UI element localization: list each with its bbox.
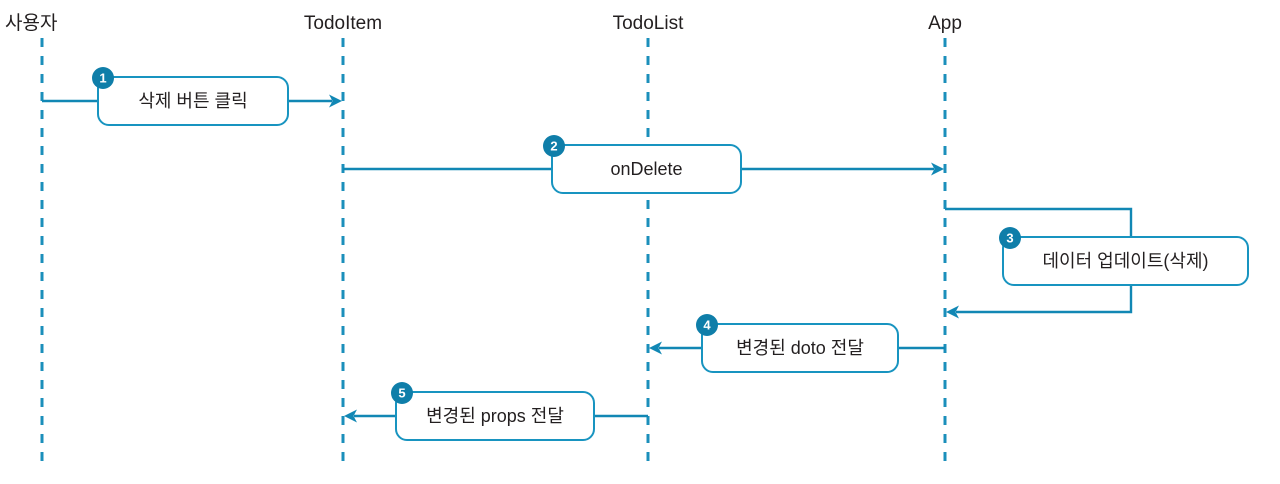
- message-5-badge-number: 5: [398, 385, 405, 400]
- message-1-box[interactable]: [97, 76, 289, 126]
- lifeline-label-todolist: TodoList: [613, 13, 684, 34]
- message-1-label: 삭제 버튼 클릭: [138, 91, 247, 111]
- message-3-arrowhead: [946, 305, 959, 319]
- message-3-badge: [999, 227, 1021, 249]
- message-5-badge: [391, 382, 413, 404]
- message-2-box[interactable]: [551, 144, 742, 194]
- message-4-label: 변경된 doto 전달: [736, 338, 864, 358]
- lifeline-label-user: 사용자: [5, 12, 57, 34]
- message-5-arrowhead: [344, 409, 357, 423]
- message-2-arrowhead: [931, 162, 944, 176]
- messages-layer: 삭제 버튼 클릭 1 onDelete 2 데이터 업데이트(삭제) 3 변경된 doto …: [42, 67, 1249, 441]
- message-3[interactable]: 데이터 업데이트(삭제) 3: [945, 207, 1249, 319]
- message-1-arrowhead: [329, 94, 342, 108]
- message-1[interactable]: 삭제 버튼 클릭 1: [42, 67, 342, 126]
- lifeline-label-todoitem: TodoItem: [304, 13, 382, 34]
- message-5-box[interactable]: [395, 391, 595, 441]
- lifeline-labels-layer: 사용자 TodoItem TodoList App: [5, 12, 962, 34]
- message-4-arrowhead: [649, 341, 662, 355]
- message-2-badge-number: 2: [550, 138, 557, 153]
- message-4-badge: [696, 314, 718, 336]
- message-3-box[interactable]: [1002, 236, 1249, 286]
- message-5[interactable]: 변경된 props 전달 5: [344, 382, 648, 441]
- message-3-badge-number: 3: [1006, 230, 1013, 245]
- message-2[interactable]: onDelete 2: [343, 135, 944, 194]
- message-3-label: 데이터 업데이트(삭제): [1042, 251, 1208, 271]
- lifeline-label-app: App: [928, 13, 962, 34]
- message-2-badge: [543, 135, 565, 157]
- lifelines-layer: [40, 38, 947, 470]
- message-1-badge: [92, 67, 114, 89]
- message-4[interactable]: 변경된 doto 전달 4: [649, 314, 945, 373]
- message-5-label: 변경된 props 전달: [426, 406, 564, 426]
- message-4-box[interactable]: [701, 323, 899, 373]
- message-4-badge-number: 4: [703, 317, 711, 332]
- message-2-label: onDelete: [610, 159, 682, 179]
- message-1-badge-number: 1: [99, 70, 106, 85]
